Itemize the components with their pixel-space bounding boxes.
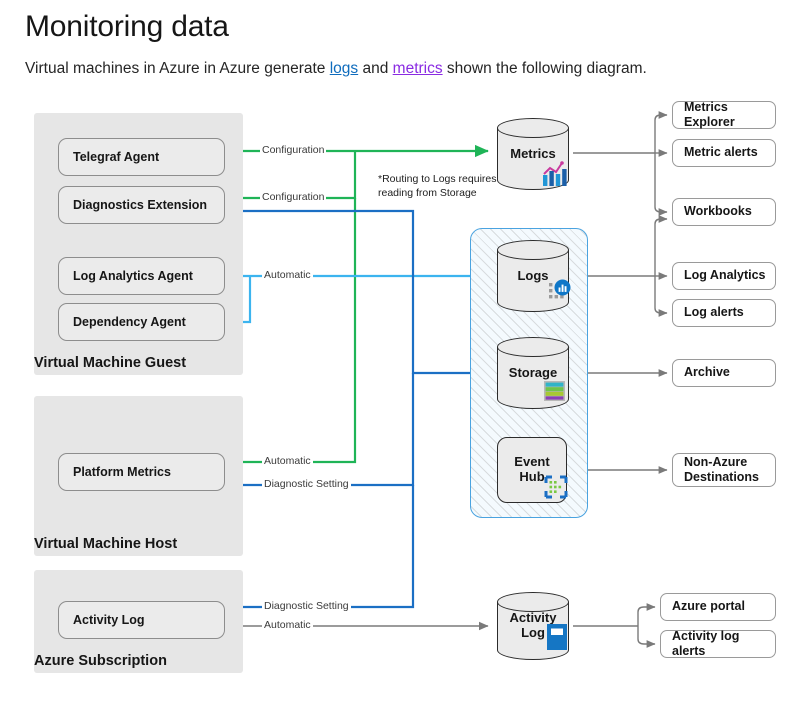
edge-label-automatic-1: Automatic [262, 269, 313, 281]
store-label: Activity Log [509, 610, 557, 640]
group-label-virtual-machine-guest: Virtual Machine Guest [34, 355, 187, 371]
destination-label: Activity log alerts [672, 628, 740, 658]
node-label: Telegraf Agent [73, 150, 160, 164]
store-label: Event Hub [514, 454, 550, 484]
destination-metric-alerts[interactable]: Metric alerts [672, 139, 776, 167]
destination-label: Azure portal [672, 599, 745, 614]
node-telegraf-agent[interactable]: Telegraf Agent [58, 138, 225, 176]
destination-activity-log-alerts[interactable]: Activity log alerts [660, 628, 776, 658]
node-label: Dependency Agent [73, 315, 186, 329]
node-log-analytics-agent[interactable]: Log Analytics Agent [58, 257, 225, 295]
node-activity-log-source[interactable]: Activity Log [58, 601, 225, 639]
destination-archive[interactable]: Archive [672, 359, 776, 387]
metrics-chart-icon [543, 161, 567, 186]
destination-metrics-explorer[interactable]: Metrics Explorer [672, 99, 776, 129]
destination-label: Metrics Explorer [684, 99, 735, 129]
node-platform-metrics[interactable]: Platform Metrics [58, 453, 225, 491]
destination-log-analytics[interactable]: Log Analytics [672, 262, 776, 290]
destination-label: Archive [684, 365, 730, 380]
destination-label: Non-Azure Destinations [684, 454, 760, 484]
group-label-azure-subscription: Azure Subscription [34, 653, 167, 669]
cylinder-cap [497, 337, 569, 357]
cylinder-cap [497, 592, 569, 612]
logs-analytics-icon [549, 279, 571, 299]
event-hub-icon [544, 475, 568, 499]
storage-account-icon [544, 381, 565, 401]
destination-label: Log alerts [684, 305, 744, 320]
node-label: Activity Log [73, 613, 145, 627]
node-label: Diagnostics Extension [73, 198, 208, 212]
node-label: Log Analytics Agent [73, 269, 193, 283]
activity-log-icon [547, 624, 567, 650]
metrics-link[interactable]: metrics [392, 60, 443, 77]
cylinder-cap [497, 118, 569, 138]
node-label: Platform Metrics [73, 465, 171, 479]
edge-label-automatic-2: Automatic [262, 455, 313, 467]
group-label-virtual-machine-host: Virtual Machine Host [34, 536, 178, 552]
node-diagnostics-extension[interactable]: Diagnostics Extension [58, 186, 225, 224]
store-label: Logs [517, 267, 549, 283]
page-title: Monitoring data [25, 10, 229, 43]
logs-link[interactable]: logs [329, 60, 359, 77]
store-label: Storage [508, 364, 558, 380]
intro-text-before: Virtual machines in Azure in Azure gener… [25, 60, 330, 77]
intro-paragraph: Virtual machines in Azure in Azure gener… [25, 60, 647, 78]
diagram-footnote: *Routing to Logs requires reading from S… [378, 173, 497, 200]
destination-non-azure-destinations[interactable]: Non-Azure Destinations [672, 453, 776, 487]
destination-label: Log Analytics [684, 268, 766, 283]
intro-text-mid: and [358, 60, 393, 77]
destination-azure-portal[interactable]: Azure portal [660, 593, 776, 621]
edge-label-diagnostic-setting-2: Diagnostic Setting [262, 600, 351, 612]
intro-text-after: shown the following diagram. [442, 60, 647, 77]
cylinder-cap [497, 240, 569, 260]
destination-workbooks[interactable]: Workbooks [672, 198, 776, 226]
edge-label-configuration-1: Configuration [260, 144, 327, 156]
destination-label: Metric alerts [684, 145, 758, 160]
destination-log-alerts[interactable]: Log alerts [672, 299, 776, 327]
store-label: Metrics [510, 145, 556, 161]
edge-label-configuration-2: Configuration [260, 191, 327, 203]
node-dependency-agent[interactable]: Dependency Agent [58, 303, 225, 341]
destination-label: Workbooks [684, 204, 752, 219]
edge-label-diagnostic-setting-1: Diagnostic Setting [262, 478, 351, 490]
edge-label-automatic-3: Automatic [262, 619, 313, 631]
store-storage[interactable]: Storage [497, 337, 569, 409]
